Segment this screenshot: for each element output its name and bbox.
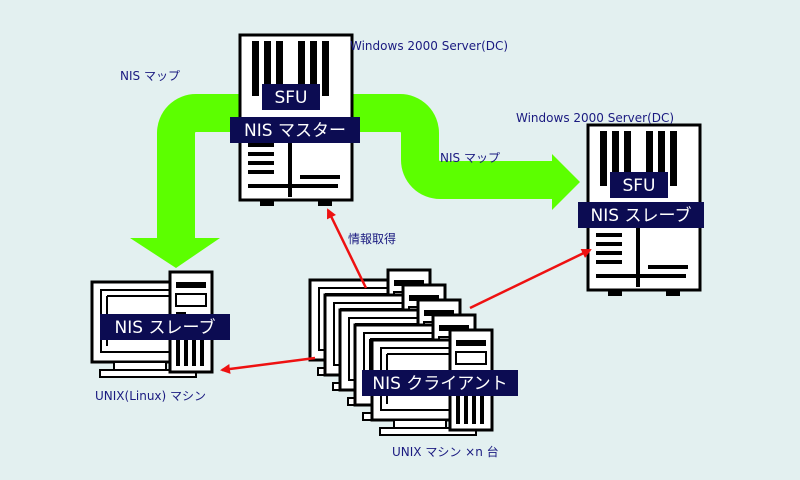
unix-slave-label: NIS スレーブ bbox=[115, 317, 216, 338]
client-to-slave-server-arrow bbox=[469, 248, 592, 310]
client-to-master-arrow bbox=[326, 208, 368, 289]
unix-slave-caption: UNIX(Linux) マシン bbox=[95, 389, 206, 403]
slave-role-label-bg bbox=[578, 202, 704, 228]
master-role-label: NIS マスター bbox=[244, 121, 346, 141]
client-label-bg bbox=[362, 370, 518, 396]
unix-slave-label-bg bbox=[100, 314, 230, 340]
master-sfu-label: SFU bbox=[274, 88, 307, 108]
slave-os-label: Windows 2000 Server(DC) bbox=[516, 111, 674, 125]
master-os-label: Windows 2000 Server(DC) bbox=[350, 39, 508, 53]
master-sfu-label-bg bbox=[262, 84, 320, 110]
nis-map-arrow-left bbox=[130, 94, 280, 268]
nis-map-arrow-right bbox=[318, 94, 580, 210]
slave-role-label: NIS スレーブ bbox=[591, 205, 692, 226]
nis-map-label-right: NIS マップ bbox=[440, 151, 500, 165]
master-role-label-bg bbox=[230, 117, 360, 143]
nis-map-label-left: NIS マップ bbox=[120, 69, 180, 83]
info-fetch-label: 情報取得 bbox=[348, 231, 396, 246]
slave-sfu-label: SFU bbox=[622, 176, 655, 196]
slave-sfu-label-bg bbox=[610, 172, 668, 198]
client-to-unix-slave-arrow bbox=[220, 356, 316, 374]
client-label: NIS クライアント bbox=[372, 374, 507, 394]
client-caption: UNIX マシン ×n 台 bbox=[392, 444, 499, 459]
unix-client-machines bbox=[308, 268, 494, 437]
